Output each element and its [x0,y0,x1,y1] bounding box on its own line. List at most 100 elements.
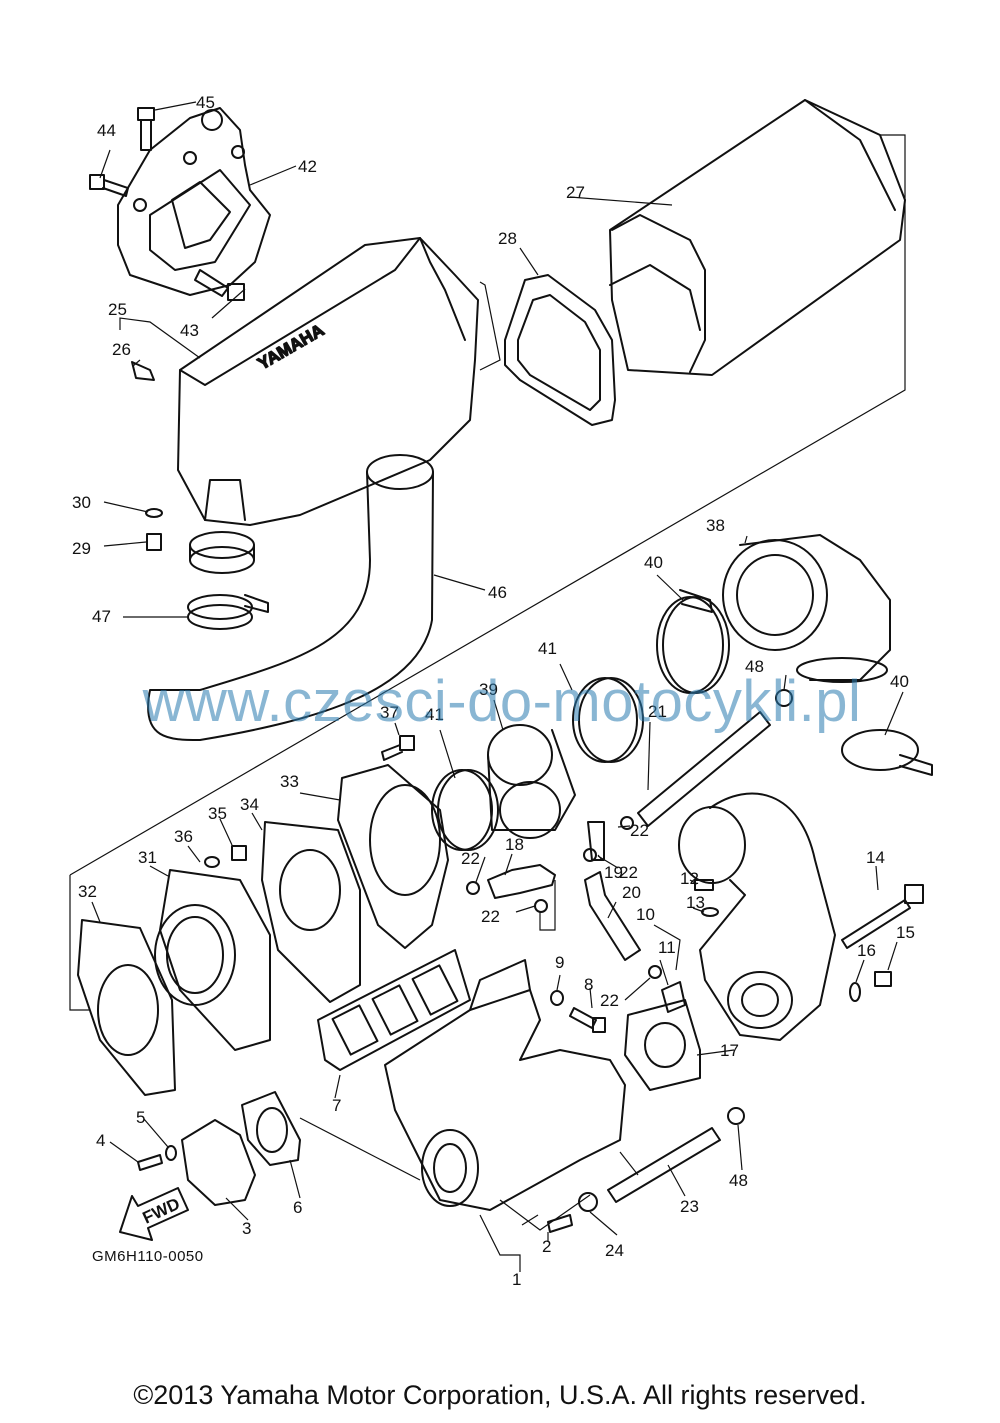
callout-1: 1 [512,1270,521,1289]
callout-22e: 22 [600,991,619,1010]
manifold-1 [384,959,626,1211]
callout-22d: 22 [481,907,500,926]
bolt-4 [137,1154,163,1171]
callout-47: 47 [92,607,111,626]
callout-12: 12 [680,869,699,888]
gasket-34 [261,821,361,1003]
callout-32: 32 [78,882,97,901]
callout-15: 15 [896,923,915,942]
gasket-28 [504,274,616,426]
callout-23: 23 [680,1197,699,1216]
washer-13 [701,907,719,917]
drawing-code: GM6H110-0050 [92,1248,204,1265]
callout-48b: 48 [729,1171,748,1190]
washer-36 [204,856,220,868]
washer-16 [849,982,861,1002]
clamp-40-upper [656,589,730,694]
callout-35: 35 [208,804,227,823]
callout-44: 44 [97,121,116,140]
callout-4: 4 [96,1131,105,1150]
callout-40a: 40 [644,553,663,572]
callout-27: 27 [566,183,585,202]
adaptor-31 [154,869,271,1051]
cap-3 [181,1119,256,1206]
callout-36: 36 [174,827,193,846]
callout-37: 37 [380,703,399,722]
callout-9: 9 [555,953,564,972]
callout-16: 16 [857,941,876,960]
callout-41a: 41 [538,639,557,658]
gasket-32 [77,919,176,1096]
plate-33 [337,764,449,949]
bolt-15 [874,971,892,987]
callout-22a: 22 [630,821,649,840]
boot-39 [487,724,576,839]
bolt-37 [381,735,415,761]
callout-26: 26 [112,340,131,359]
callout-5: 5 [136,1108,145,1127]
callout-42: 42 [298,157,317,176]
callout-41b: 41 [425,705,444,724]
callout-3: 3 [242,1219,251,1238]
callout-14: 14 [866,848,885,867]
washer-5 [165,1145,177,1161]
fwd-arrow-icon: FWD [119,1187,189,1241]
callout-40b: 40 [890,672,909,691]
gasket-17 [624,999,701,1091]
callout-28: 28 [498,229,517,248]
bolt-29 [146,533,162,551]
callout-46: 46 [488,583,507,602]
callout-8: 8 [584,975,593,994]
callout-39: 39 [479,680,498,699]
hose-20 [584,871,641,961]
callout-48a: 48 [745,657,764,676]
callout-30: 30 [72,493,91,512]
hose-46 [147,454,434,741]
callout-22c: 22 [461,849,480,868]
gasket-7 [317,949,471,1071]
elbow-10 [678,792,836,1041]
fitting-11 [661,981,686,1013]
callout-38: 38 [706,516,725,535]
hose-18 [487,864,556,899]
bolt-2 [547,1214,573,1233]
leader-lines [91,101,904,1272]
callout-11: 11 [658,938,676,957]
bolt-26 [131,361,155,381]
pipe-21 [637,711,771,827]
copyright-notice: ©2013 Yamaha Motor Corporation, U.S.A. A… [133,1380,867,1410]
callout-7: 7 [332,1096,341,1115]
callout-31: 31 [138,848,157,867]
callout-18: 18 [505,835,524,854]
watermark-text: www.czesci-do-motocykli.pl [142,669,862,734]
callout-45: 45 [196,93,215,112]
callout-2: 2 [542,1237,551,1256]
callout-43: 43 [180,321,199,340]
pipe-23 [607,1127,721,1203]
callout-10: 10 [636,905,655,924]
callout-labels: 1 2 3 4 5 6 7 8 9 10 11 12 13 14 15 16 1… [72,93,915,1289]
washer-30 [145,508,163,518]
screw-12 [694,879,714,891]
brand-label: YAMAHA [255,320,328,373]
gasket-6 [241,1091,301,1166]
assembly-outline [69,134,906,1011]
bolt-14 [841,884,924,949]
bolt-43 [194,269,245,301]
callout-24: 24 [605,1241,624,1260]
callout-25: 25 [108,300,127,319]
bolt-35 [231,845,247,861]
clamp-41-left [431,769,499,851]
callout-21: 21 [648,702,667,721]
callout-33: 33 [280,772,299,791]
clamp-47 [187,594,269,630]
clip-48-lower [727,1107,745,1125]
bracket-42 [117,107,271,296]
callout-34: 34 [240,795,259,814]
callout-13: 13 [686,893,705,912]
elbow-38 [722,534,891,683]
bolt-8 [569,1007,606,1033]
callout-22b: 22 [619,863,638,882]
clamp-41-right [572,677,644,763]
